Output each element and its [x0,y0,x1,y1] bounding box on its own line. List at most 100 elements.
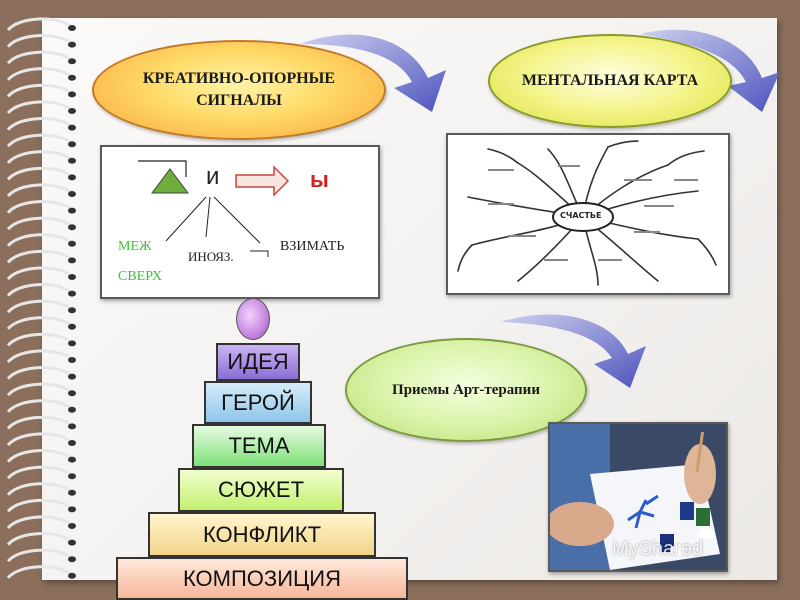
bracket-line [138,160,187,177]
oval-title: Приемы Арт-терапии [392,381,540,398]
spiral-ring [6,283,71,297]
spiral-hole [68,539,76,546]
art-therapy-oval: Приемы Арт-терапии [345,338,587,442]
step-label: ГЕРОЙ [221,389,295,415]
spiral-hole [68,340,76,347]
step-label: ИДЕЯ [227,349,289,374]
spiral-ring [6,399,71,413]
spiral-ring [6,532,71,546]
pyramid-step-idea: ИДЕЯ [216,343,300,381]
watermark-text: MyShared [612,538,704,560]
pyramid-step-hero: ГЕРОЙ [204,381,312,424]
spiral-hole [68,108,76,114]
oval-title-line: СИГНАЛЫ [196,92,282,109]
spiral-hole [68,274,76,280]
spiral-hole [68,240,76,247]
foreign-label: ИНОЯЗ. [188,249,234,264]
spiral-binding [6,17,76,579]
spiral-hole [68,440,76,446]
spiral-ring [6,349,71,364]
mind-map-card: СЧАСТЬЕ [446,133,730,295]
spiral-hole [68,58,76,65]
underline-mark [250,250,269,257]
spiral-hole [68,307,76,314]
spiral-ring [6,266,71,281]
pyramid-step-plot: СЮЖЕТ [178,468,344,512]
spiral-ring [6,548,71,563]
mind-map-drawing [457,140,717,286]
prefix-mezh: МЕЖ [118,239,152,254]
spiral-hole [68,224,76,231]
spiral-ring [6,216,71,231]
step-label: КОНФЛИКТ [202,521,322,547]
triangle-icon [151,168,189,194]
spiral-hole [68,473,76,480]
spiral-ring [6,249,71,264]
root-example: ВЗИМАТЬ [280,239,345,254]
spiral-ring [6,117,71,131]
pyramid-step-conflict: КОНФЛИКТ [148,512,376,557]
pointer-line [213,196,261,244]
mind-map-center: СЧАСТЬЕ [560,211,602,220]
spiral-ring [6,183,71,198]
spiral-hole [68,41,76,48]
spiral-ring [6,382,71,397]
spiral-ring [6,482,71,496]
spiral-hole [68,191,76,197]
spiral-hole [68,373,76,380]
spiral-hole [68,124,76,131]
oval-title-line: КРЕАТИВНО-ОПОРНЫЕ [142,70,336,87]
vowel-i: и [206,163,220,190]
spelling-rule-card: и ы МЕЖ СВЕРХ ИНОЯЗ. ВЗИМАТЬ [100,145,380,299]
spiral-hole [68,290,76,297]
spiral-hole [68,423,76,430]
step-label: КОМПОЗИЦИЯ [182,565,341,591]
spiral-ring [6,449,71,463]
spiral-ring [6,366,71,380]
spiral-ring [6,83,71,98]
spiral-hole [68,141,76,148]
pointer-line [205,196,211,238]
spiral-ring [6,565,71,579]
pyramid-top-oval [236,298,270,340]
step-label: СЮЖЕТ [217,477,305,502]
spiral-ring [6,515,71,530]
spiral-hole [68,207,76,214]
spiral-ring [6,432,71,447]
spiral-ring [6,200,71,214]
spiral-hole [68,25,76,31]
spiral-ring [6,332,71,347]
vowel-y: ы [310,167,329,192]
spiral-hole [68,406,76,413]
mental-map-oval: МЕНТАЛЬНАЯ КАРТА [488,34,732,128]
step-label: ТЕМА [228,433,290,458]
spiral-ring [6,465,71,480]
prefix-sverh: СВЕРХ [118,269,163,284]
spiral-ring [6,50,71,65]
watermark-logo: MyShared [612,538,703,561]
spiral-hole [68,257,76,264]
spiral-hole [68,390,76,397]
spiral-ring [6,166,71,181]
spiral-ring [6,233,71,247]
spiral-ring [6,67,71,81]
pointer-line [165,196,207,242]
spiral-ring [6,498,71,513]
spiral-ring [6,17,71,32]
right-arrow-icon [235,165,290,197]
spiral-hole [68,523,76,529]
spiral-hole [68,357,76,363]
spiral-ring [6,133,71,148]
spiral-ring [6,316,71,330]
spiral-hole [68,572,76,579]
spiral-hole [68,91,76,98]
spiral-hole [68,456,76,463]
spiral-hole [68,174,76,181]
spiral-hole [68,157,76,164]
spiral-hole [68,506,76,513]
spiral-ring [6,415,71,430]
spiral-ring [6,150,71,164]
creative-signals-oval: КРЕАТИВНО-ОПОРНЫЕ СИГНАЛЫ [92,40,386,140]
spiral-hole [68,323,76,330]
